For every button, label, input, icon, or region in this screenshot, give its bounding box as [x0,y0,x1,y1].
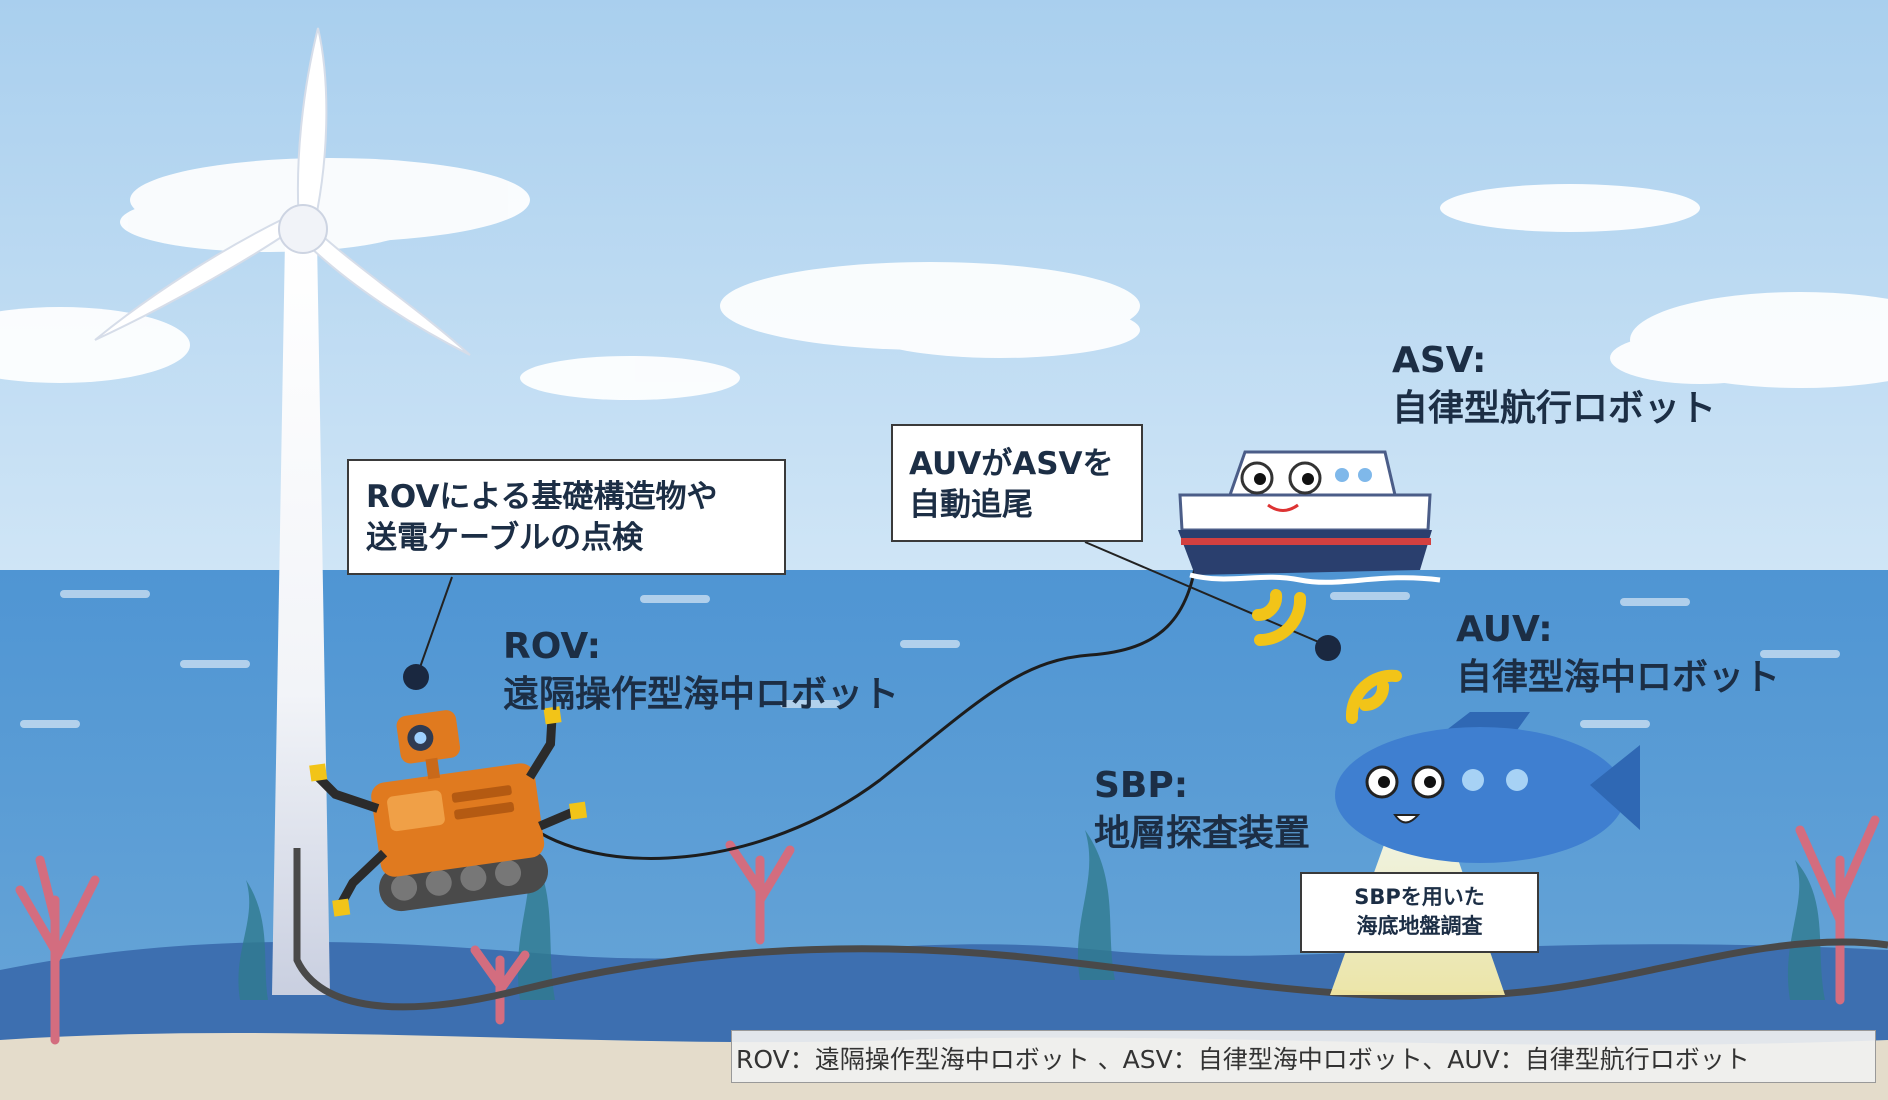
rov-label-desc: 遠隔操作型海中ロボット [503,674,900,715]
auv-callout-dot [1315,635,1341,661]
rov-robot [309,706,588,917]
rov-label-abbr: ROV: [503,626,601,667]
turbine-hub [278,204,328,254]
seabed-cable [293,848,1888,1011]
coral [15,815,1880,1045]
rov-callout-leader [417,576,453,674]
asv-label-abbr: ASV: [1392,340,1487,381]
rov-label: ROV: 遠隔操作型海中ロボット [503,623,899,719]
asv-label-desc: 自律型航行ロボット [1392,388,1717,429]
turbine-blade-right [306,230,471,356]
abbreviation-footnote: ROV：遠隔操作型海中ロボット 、ASV：自律型海中ロボット、AUV：自律型航行… [731,1030,1876,1083]
rov-inspection-callout: ROVによる基礎構造物や 送電ケーブルの点検 [347,459,786,575]
ship-wake [1189,572,1441,585]
rov-callout-dot [403,664,429,690]
auv-signal [1345,669,1402,724]
auv-tail [1590,745,1640,830]
asv-signal [1252,589,1307,647]
turbine-tower [272,240,330,995]
sbp-label: SBP: 地層探査装置 [1094,762,1310,858]
turbine-blade-left [94,216,294,341]
seaweed [238,830,1825,1000]
auv-submarine [1335,712,1640,863]
ship-deck [1178,493,1432,532]
auv-label-abbr: AUV: [1456,609,1553,650]
clouds [0,158,1888,400]
auv-body [1335,727,1625,863]
wind-turbine [94,27,471,995]
rov-arm-right [526,718,557,780]
rov-callout-line1: ROVによる基礎構造物や [366,479,718,515]
sbp-label-abbr: SBP: [1094,765,1189,806]
ship-hull [1178,530,1432,575]
auv-label: AUV: 自律型海中ロボット [1456,606,1780,702]
auv-callout-line1: AUVがASVを [909,446,1114,482]
sbp-label-desc: 地層探査装置 [1094,813,1311,854]
sea-wave-highlights [20,590,1840,728]
asv-label: ASV: 自律型航行ロボット [1392,337,1716,433]
ship-hull-stripe [1181,538,1431,545]
asv-ship [1178,450,1441,585]
rov-tether [524,547,1200,860]
auv-follow-callout: AUVがASVを 自動追尾 [891,424,1143,542]
rov-arm-left [314,773,380,813]
sbp-callout-line1: SBPを用いた [1354,885,1485,909]
rov-callout-line2: 送電ケーブルの点検 [366,520,644,556]
auv-label-desc: 自律型海中ロボット [1456,657,1781,698]
sbp-survey-callout: SBPを用いた 海底地盤調査 [1300,872,1539,953]
turbine-blade-top [296,27,328,236]
sbp-callout-line2: 海底地盤調査 [1356,914,1483,938]
auv-callout-line2: 自動追尾 [909,487,1033,523]
